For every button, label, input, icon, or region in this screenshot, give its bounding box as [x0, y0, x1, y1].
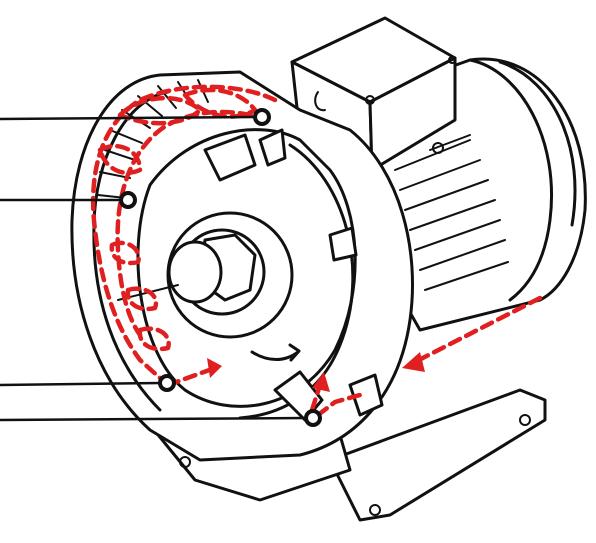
leader-line — [0, 115, 256, 121]
motor — [290, 16, 587, 332]
leader-marker — [119, 191, 137, 209]
shaft-end — [167, 240, 223, 304]
clamp-bracket — [328, 226, 358, 262]
terminal-screw — [365, 95, 375, 105]
terminal-screw — [448, 56, 456, 64]
terminal-box-side — [368, 56, 457, 172]
motor-cooling-fins — [394, 134, 509, 291]
leader-marker — [253, 108, 271, 126]
blower-housing — [70, 70, 414, 462]
flow-inlet-arrow-head — [402, 352, 425, 372]
flow-vortex-3 — [97, 143, 143, 176]
inlet-flange — [203, 133, 257, 182]
flow-vortex-2 — [182, 87, 258, 119]
leader-marker — [158, 374, 176, 392]
leader-line — [0, 416, 308, 422]
cable-gland — [314, 91, 326, 112]
flow-vortex-5 — [125, 286, 159, 312]
flow-vortex-1 — [117, 95, 203, 126]
terminal-box — [290, 16, 457, 172]
flow-vortex-4 — [109, 240, 141, 266]
mount-hole — [369, 504, 381, 516]
flow-up-arrow-head — [312, 372, 330, 392]
motor-end-ring — [498, 60, 577, 227]
mount-hole — [519, 414, 531, 426]
mount-hole — [179, 456, 191, 468]
outlet-flange — [258, 128, 287, 167]
base-foot-right — [328, 388, 547, 522]
flow-lower-path — [315, 392, 363, 418]
motor-end-cap — [468, 58, 553, 302]
cover-plate-rim — [238, 143, 355, 420]
flow-outlet-arrow-head — [207, 358, 222, 378]
terminal-bolt — [432, 142, 444, 154]
flow-inlet-arrow — [412, 295, 543, 365]
leader-marker — [304, 409, 322, 427]
flow-outer-loop — [90, 84, 278, 381]
side-clamp — [348, 373, 384, 417]
air-flow-path — [90, 84, 543, 418]
rotation-arrow-head — [288, 343, 301, 362]
lower-port — [273, 370, 324, 422]
flow-vortex-6 — [137, 326, 171, 352]
leader-line — [0, 381, 163, 387]
leader-lines — [0, 108, 322, 427]
